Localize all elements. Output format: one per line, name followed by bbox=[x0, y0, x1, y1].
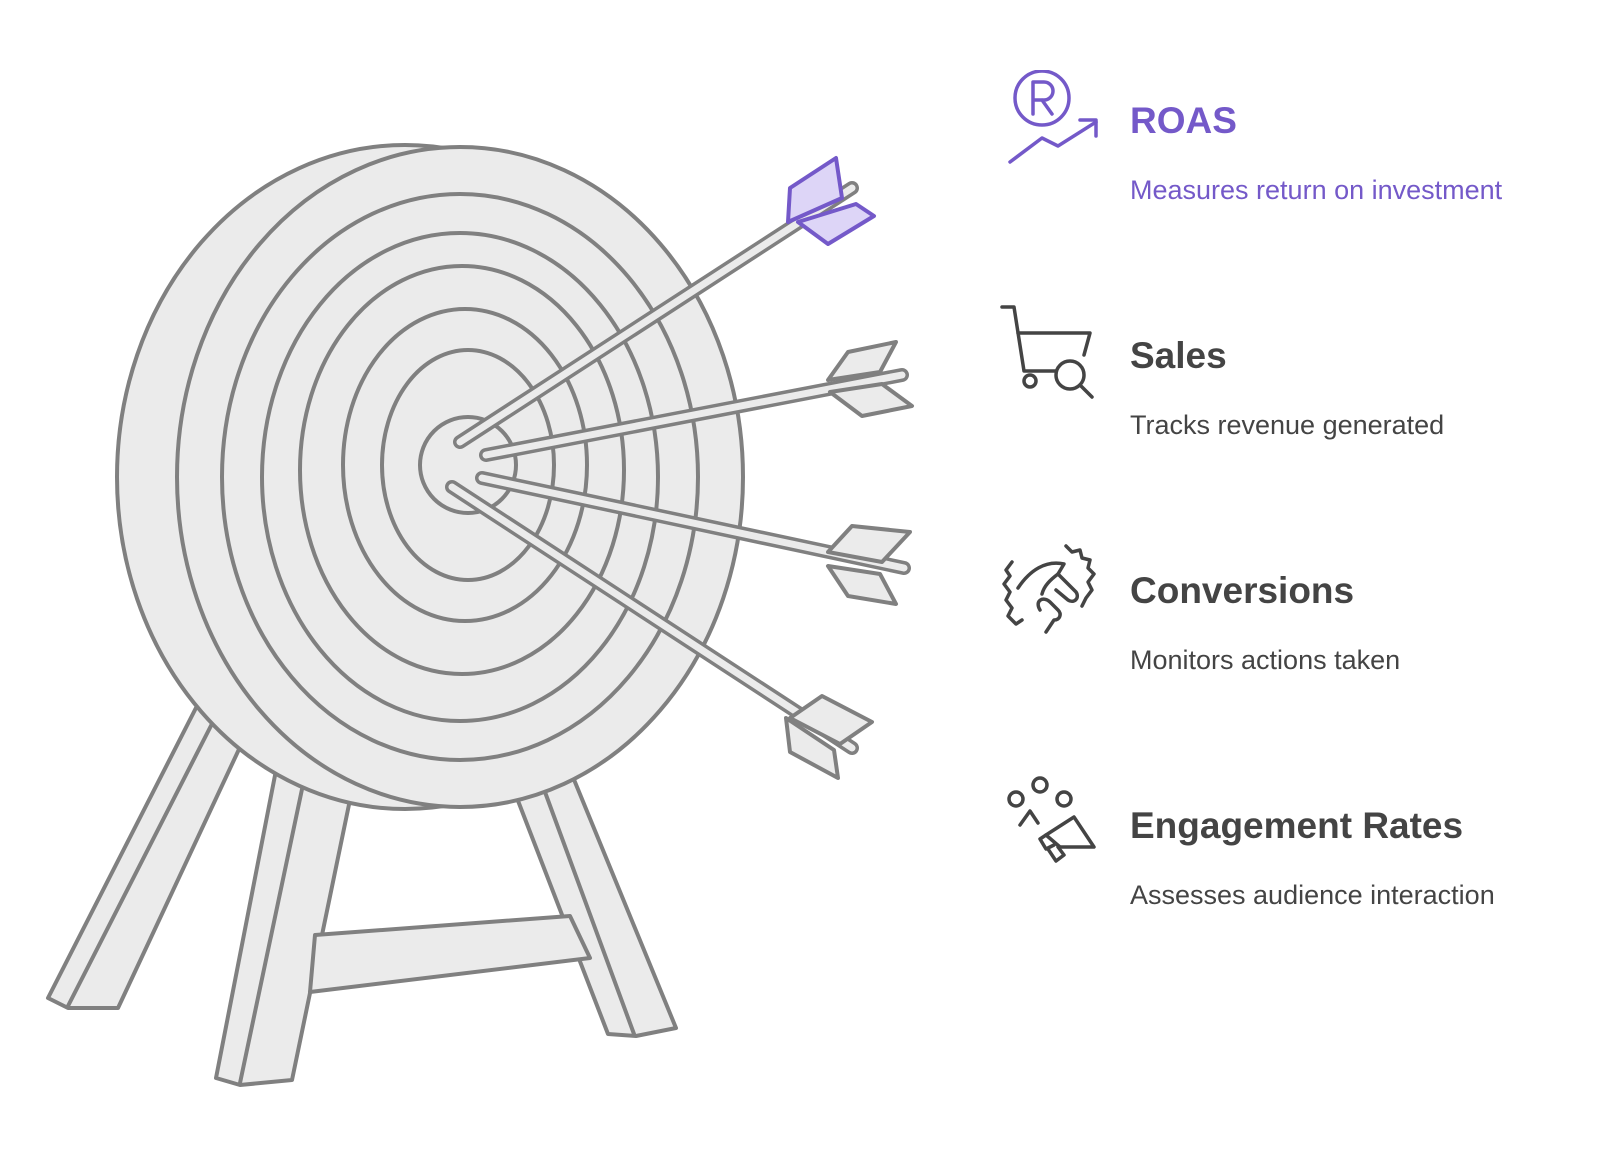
metric-title: Engagement Rates bbox=[1130, 805, 1464, 846]
metric-description: Measures return on investment bbox=[1130, 175, 1503, 205]
metric-engagement-rates: Engagement Rates Assesses audience inter… bbox=[1000, 775, 1580, 915]
metric-conversions: Conversions Monitors actions taken bbox=[1000, 540, 1580, 680]
metric-description: Assesses audience interaction bbox=[1130, 880, 1495, 910]
arrow-engagement bbox=[445, 480, 874, 780]
target-board bbox=[115, 143, 745, 811]
arrow-sales bbox=[479, 340, 914, 462]
metric-description: Tracks revenue generated bbox=[1130, 410, 1445, 440]
metric-title: Sales bbox=[1130, 335, 1227, 376]
metric-sales: Sales Tracks revenue generated bbox=[1000, 305, 1580, 445]
metric-roas: ROAS Measures return on investment bbox=[1000, 70, 1580, 210]
archery-target-illustration bbox=[46, 143, 914, 1087]
arrow-conversions bbox=[475, 471, 912, 606]
audience-megaphone-icon bbox=[1007, 776, 1096, 863]
metric-description: Monitors actions taken bbox=[1130, 645, 1401, 675]
metric-title: ROAS bbox=[1130, 100, 1237, 141]
shopping-cart-search-icon bbox=[1000, 305, 1094, 399]
handshake-icon bbox=[1002, 544, 1096, 634]
target-stand bbox=[46, 698, 678, 1087]
roas-icon bbox=[1008, 70, 1098, 164]
arrow-roas bbox=[453, 156, 876, 449]
metric-title: Conversions bbox=[1130, 570, 1355, 611]
bullseye bbox=[418, 415, 518, 515]
